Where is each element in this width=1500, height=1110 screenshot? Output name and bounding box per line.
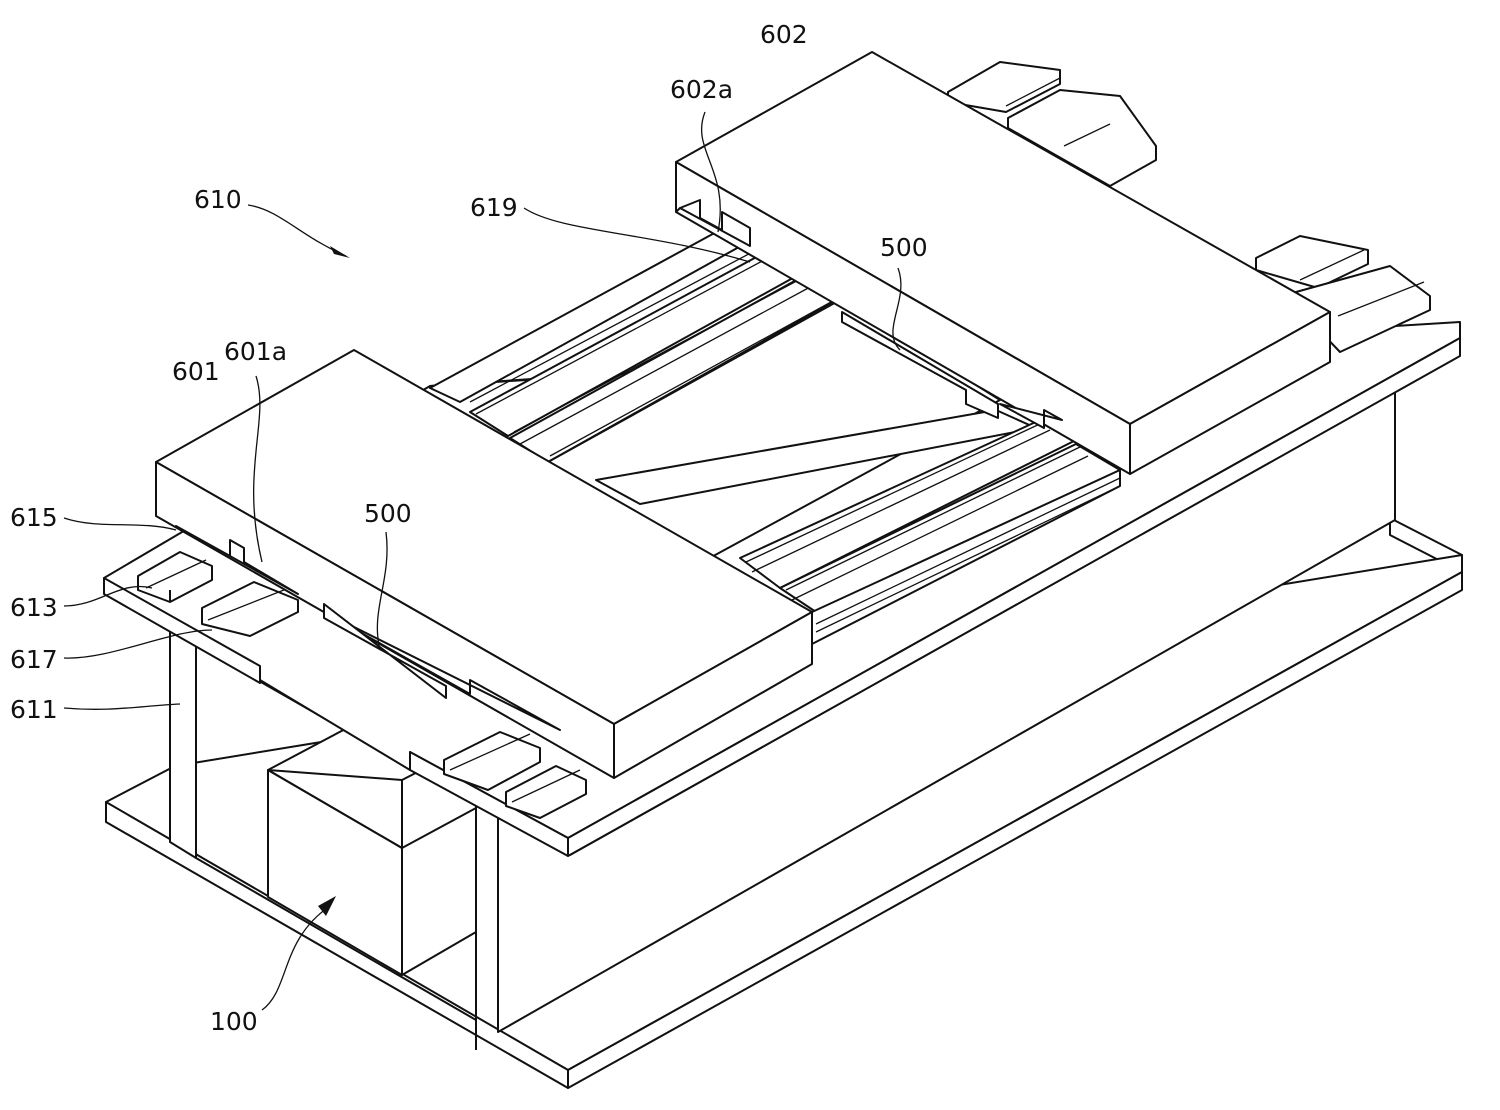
label-615: 615 (10, 503, 58, 532)
leader-615 (64, 518, 176, 530)
label-601: 601 (172, 357, 220, 386)
label-610: 610 (194, 185, 242, 214)
label-500-upper: 500 (880, 233, 928, 262)
leader-611 (64, 704, 180, 709)
label-500-lower: 500 (364, 499, 412, 528)
arrowhead-610 (330, 246, 350, 258)
label-601a: 601a (224, 337, 287, 366)
label-617: 617 (10, 645, 58, 674)
label-602a: 602a (670, 75, 733, 104)
label-613: 613 (10, 593, 58, 622)
label-602: 602 (760, 20, 808, 49)
label-100: 100 (210, 1007, 258, 1036)
label-611: 611 (10, 695, 58, 724)
label-619: 619 (470, 193, 518, 222)
